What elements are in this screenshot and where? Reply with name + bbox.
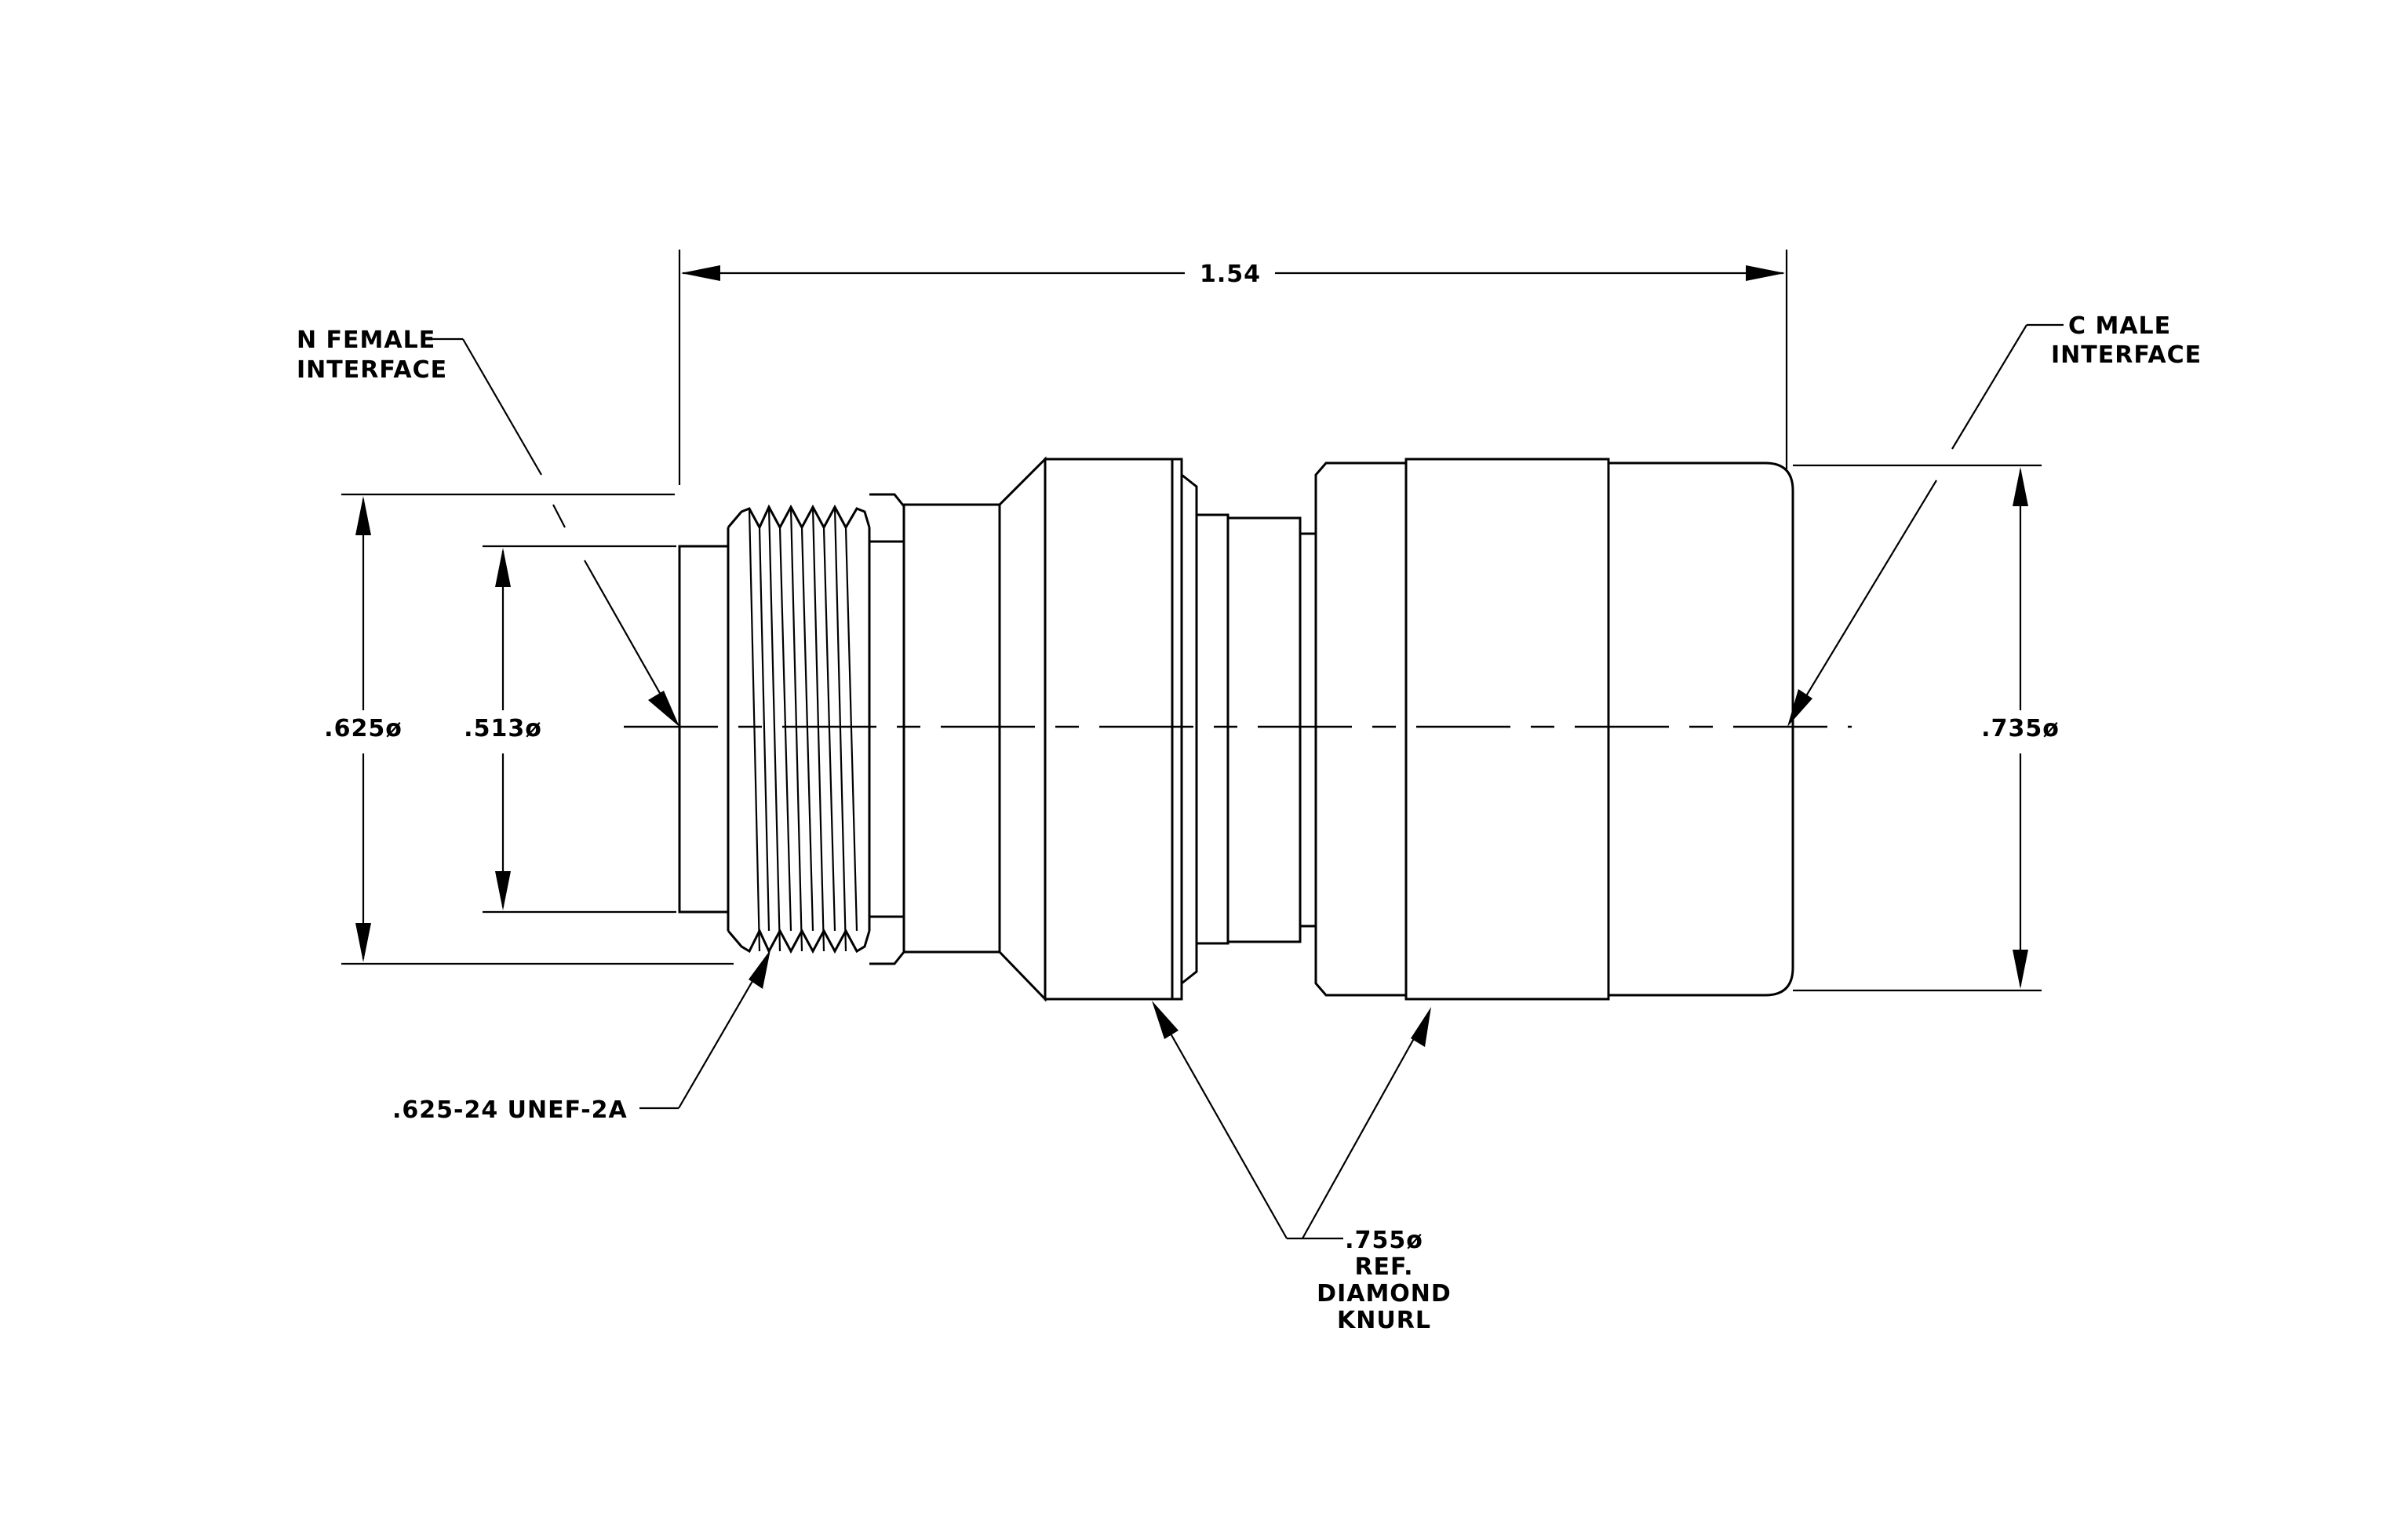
extension-lines (341, 250, 2042, 992)
knurl-note-diamond: DIAMOND (1317, 1280, 1452, 1308)
leader-male-interface: C MALE INTERFACE (1787, 312, 2202, 727)
male-interface-label-2: INTERFACE (2051, 341, 2202, 369)
male-outer-dia-label: .735ø (1981, 715, 2060, 742)
female-inner-dia-label: .513ø (464, 715, 542, 742)
knurl-band-2 (1404, 458, 1610, 1001)
thread-section (727, 504, 871, 954)
thread-spec-label: .625-24 UNEF-2A (392, 1096, 628, 1124)
female-outer-dia-label: .625ø (324, 715, 403, 742)
knurl-note-knurl: KNURL (1337, 1307, 1431, 1334)
female-interface-label-1: N FEMALE (297, 326, 435, 354)
leader-knurl-note: .755ø REF. DIAMOND KNURL (1152, 1001, 1452, 1334)
leader-female-interface: N FEMALE INTERFACE (297, 326, 679, 727)
connector-body (678, 456, 1794, 1002)
female-face (678, 545, 730, 914)
dimension-female-inner-dia: .513ø (464, 548, 542, 910)
dimension-male-outer-dia: .735ø (1981, 467, 2060, 989)
female-interface-label-2: INTERFACE (297, 356, 447, 384)
coupling-nut (1608, 461, 1794, 997)
overall-length-label: 1.54 (1200, 261, 1261, 288)
dimension-overall-length: 1.54 (681, 261, 1785, 288)
dimension-female-outer-dia: .625ø (324, 496, 403, 962)
knurl-note-ref: REF. (1354, 1253, 1413, 1281)
leader-thread-spec: .625-24 UNEF-2A (392, 950, 770, 1124)
knurl-band-1 (1044, 458, 1174, 1001)
male-interface-label-1: C MALE (2068, 312, 2171, 340)
knurl-note-dia: .755ø (1345, 1227, 1423, 1254)
